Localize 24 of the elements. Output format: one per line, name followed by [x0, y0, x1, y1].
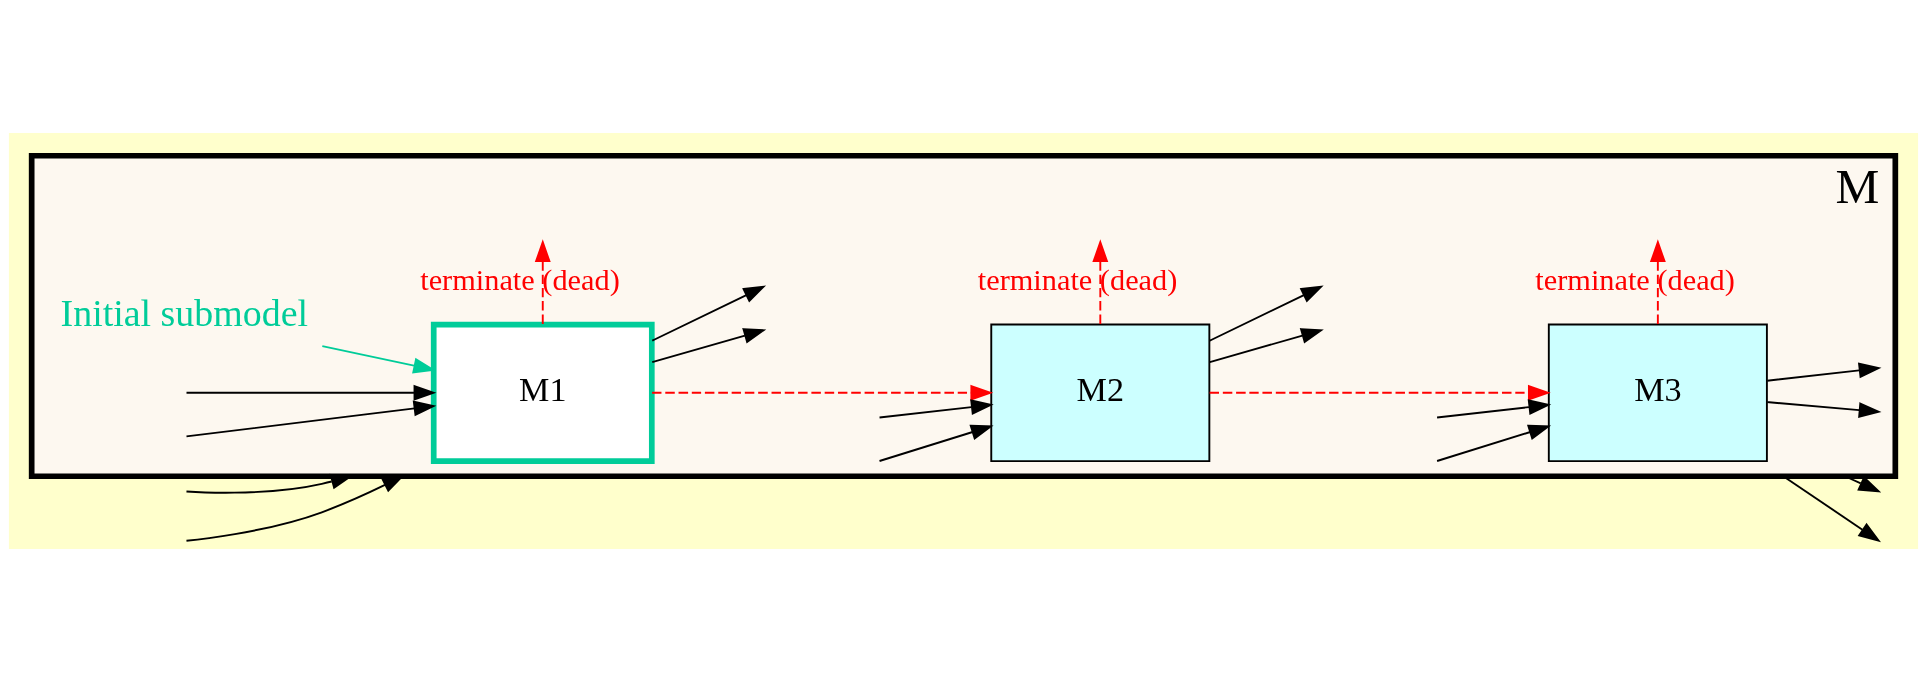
edge-label: terminate (dead) [1535, 262, 1735, 297]
arrow [185, 400, 437, 437]
arrow [651, 384, 994, 401]
arrow [878, 398, 994, 418]
arrow [1208, 327, 1324, 363]
arrow [878, 424, 994, 462]
arrow [1208, 384, 1551, 401]
node-box: M2 [990, 323, 1211, 462]
node-box: M3 [1547, 323, 1768, 462]
arrow [651, 284, 767, 342]
arrow [534, 238, 551, 325]
arrow [1436, 398, 1552, 418]
arrow [185, 384, 437, 401]
arrow [1649, 238, 1666, 325]
edge-label: terminate (dead) [977, 262, 1178, 297]
arrow [1766, 361, 1882, 382]
edge-label: terminate (dead) [420, 262, 620, 297]
node-box: M1 [430, 321, 655, 464]
arrow [1092, 238, 1109, 325]
node-text: Initial submodel [60, 291, 309, 334]
arrow [1436, 424, 1552, 462]
arrow [651, 327, 767, 363]
arrow [1208, 284, 1324, 342]
arrow [1766, 400, 1882, 418]
